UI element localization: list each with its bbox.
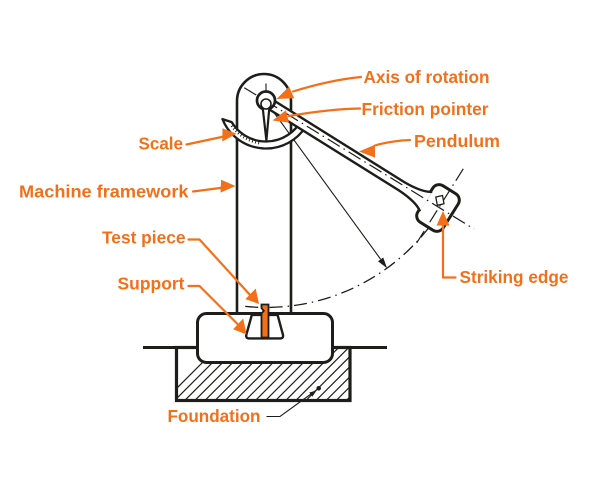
svg-text:Machine framework: Machine framework (19, 182, 189, 202)
svg-text:Test piece: Test piece (102, 228, 186, 248)
svg-text:Striking edge: Striking edge (460, 267, 569, 287)
svg-text:Axis of rotation: Axis of rotation (364, 67, 490, 87)
svg-text:Foundation: Foundation (168, 406, 261, 426)
svg-text:Friction pointer: Friction pointer (362, 99, 489, 119)
svg-text:Support: Support (118, 274, 185, 294)
svg-text:Scale: Scale (139, 134, 184, 154)
svg-text:Pendulum: Pendulum (414, 131, 500, 151)
